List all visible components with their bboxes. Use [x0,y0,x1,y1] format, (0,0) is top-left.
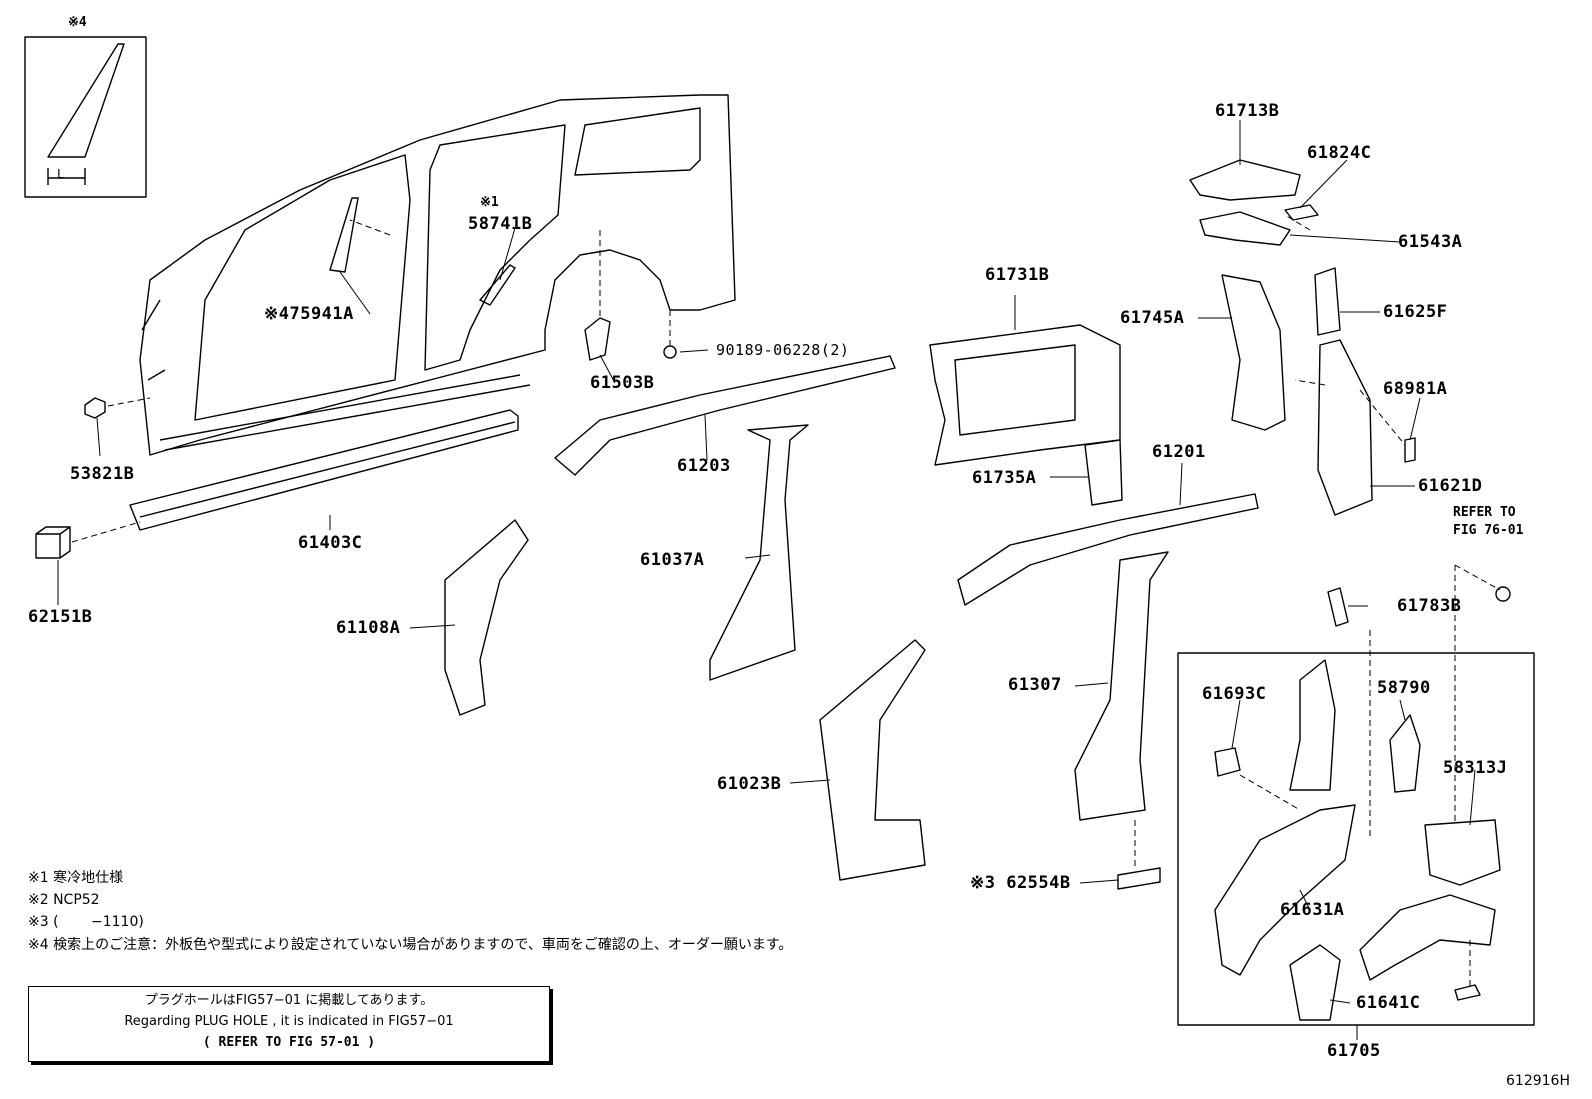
panel-upper-in-box [1289,659,1336,791]
part-label-58741b: 58741B [468,214,533,234]
dashed-references [71,214,1501,988]
part-label-68981a: 68981A [1383,379,1448,399]
part-label-61713b: 61713B [1215,101,1280,121]
clip-90189 [663,345,677,359]
inset-dimension [47,168,86,185]
part-label-61631a: 61631A [1280,900,1345,920]
part-label-61731b: 61731B [985,265,1050,285]
roof-rail-61203 [554,355,896,476]
part-label-61203: 61203 [677,456,731,476]
roof-rail-61201 [957,493,1259,606]
rocker-panel [129,409,519,531]
plug-refer-76-01 [1495,586,1511,602]
part-label-61037a: 61037A [640,550,705,570]
front-pillar-inner-61023b [819,639,926,881]
side-outer-panel [139,94,736,456]
panel-61713b [1189,159,1301,201]
plug-notice-refer: ( REFER TO FIG 57-01 ) [202,1035,376,1050]
panel-58313j [1424,819,1501,886]
pad-62151b [35,526,71,559]
center-pillar-inner-61307 [1074,551,1169,821]
window-trim-4 [329,197,359,273]
refer-label-line1: REFER TO [1453,505,1516,520]
front-pillar-61108a [444,519,529,716]
inset-box [24,36,147,198]
panel-61745a [1221,274,1286,431]
plug-53821b [84,397,106,419]
wheelhouse-inner [1359,894,1496,981]
refer-label-line2: FIG 76-01 [1453,523,1524,538]
panel-61621d [1317,339,1373,516]
inset-dimension-label: L [57,167,65,181]
bracket-61503b [584,317,611,361]
footnote-3: ※3 ( −1110) [28,914,144,930]
part-label-61201: 61201 [1152,442,1206,462]
quarter-inner-61731b [929,324,1121,466]
part-label-61735a: 61735A [972,468,1037,488]
weatherstrip-58741b [479,264,516,306]
part-label-61705: 61705 [1327,1041,1381,1061]
part-label-61543a: 61543A [1398,232,1463,252]
part-label-53821b: 53821B [70,464,135,484]
footnote-2: ※2 NCP52 [28,892,100,908]
part-label-75941a: ※475941A [264,304,354,324]
part-label-61745a: 61745A [1120,308,1185,328]
part-label-90189: 90189-06228(2) [716,341,850,359]
panel-61783b [1327,587,1349,627]
footnote-1: ※1 寒冷地仕様 [28,870,124,886]
part-label-61307: 61307 [1008,675,1062,695]
pad-62554b [1117,867,1161,890]
part-label-62554b: ※3 62554B [970,873,1071,893]
panel-61625f [1314,267,1341,336]
part-label-61621d: 61621D [1418,476,1483,496]
wheelhouse-61631a [1214,804,1356,976]
part-label-61625f: 61625F [1383,302,1448,322]
label-inset-note: ※4 [68,15,87,30]
leader-lines [57,120,1476,1040]
figure-id: 612916H [1506,1073,1570,1089]
label-note-1: ※1 [480,195,499,210]
plug-notice-en: Regarding PLUG HOLE , it is indicated in… [124,1014,454,1029]
part-label-58313j: 58313J [1443,758,1508,778]
part-label-61693c: 61693C [1202,684,1267,704]
bracket-61735a [1084,439,1123,506]
part-label-61824c: 61824C [1307,143,1372,163]
part-label-61023b: 61023B [717,774,782,794]
part-label-61403c: 61403C [298,533,363,553]
inset-trim-shape [47,43,125,158]
assembly-box-61705 [1177,652,1535,1026]
bracket-61641c [1289,944,1341,1021]
bracket-61693c [1214,747,1241,777]
part-label-62151b: 62151B [28,607,93,627]
panel-61543a [1199,211,1291,246]
part-label-61783b: 61783B [1397,596,1462,616]
part-label-58790: 58790 [1377,678,1431,698]
plug-hole-notice: プラグホールはFIG57−01 に掲載してあります。 Regarding PLU… [28,986,550,1062]
clip-in-box [1454,984,1481,1001]
clip-68981a [1404,437,1416,463]
part-label-61641c: 61641C [1356,993,1421,1013]
part-label-61108a: 61108A [336,618,401,638]
part-label-61503b: 61503B [590,373,655,393]
footnote-4: ※4 検索上のご注意：外板色や型式により設定されていない場合がありますので、車両… [28,937,793,953]
bracket-58790 [1389,714,1421,793]
center-pillar-61037a [709,424,809,681]
plug-notice-jp: プラグホールはFIG57−01 に掲載してあります。 [144,993,434,1008]
